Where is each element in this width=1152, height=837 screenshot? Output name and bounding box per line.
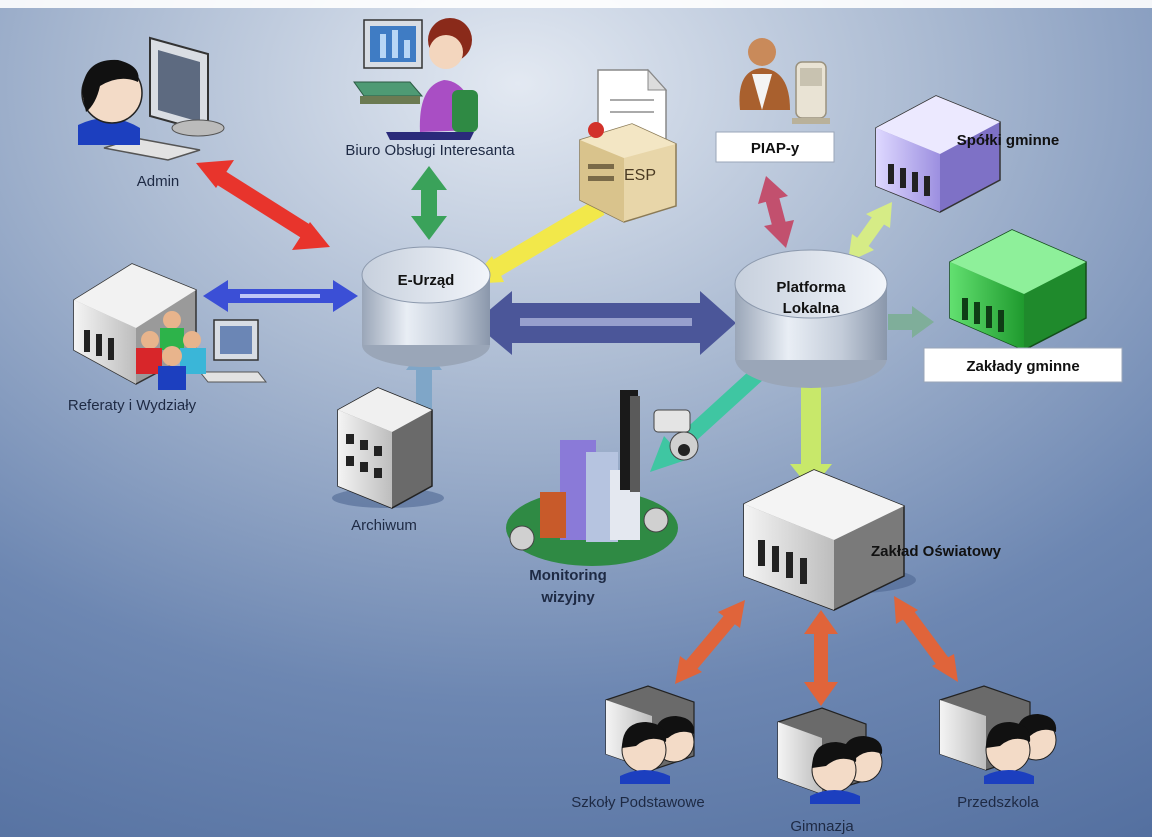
piap-label-box [715, 131, 835, 163]
referaty-label: Referaty i Wydziały [68, 397, 197, 414]
monitoring-node[interactable]: Monitoring wizyjny [506, 390, 699, 606]
archiwum-node[interactable]: Archiwum [332, 387, 444, 534]
szkoly-label: Szkoły Podstawowe [571, 794, 704, 811]
referaty-people-icon [136, 311, 206, 390]
zaklady-building-icon [949, 229, 1087, 351]
zaklad-oswiatowy-node[interactable]: Zakład Oświatowy [743, 469, 1002, 611]
e-urzad-server[interactable]: E-Urząd [361, 246, 491, 367]
monitoring-label-line2: wizyjny [540, 589, 595, 606]
camera-icon [509, 409, 699, 551]
arrow-admin-eurzad [196, 160, 330, 250]
admin-label: Admin [137, 173, 180, 190]
przedszkola-node[interactable]: Przedszkola [939, 685, 1057, 811]
szkoly-node[interactable]: Szkoły Podstawowe [571, 685, 705, 811]
arrow-platforma-zaklady [888, 306, 934, 338]
spolki-node[interactable]: Spółki gminne [875, 95, 1060, 213]
referaty-node[interactable]: Referaty i Wydziały [68, 263, 268, 414]
zaklady-label: Zakłady gminne [966, 358, 1079, 375]
admin-person-icon [78, 59, 143, 145]
biuro-computer-icon [353, 19, 424, 104]
esp-label: ESP [624, 167, 656, 184]
monitoring-label-line1: Monitoring [529, 567, 606, 584]
platforma-lokalna-server[interactable]: Platforma Lokalna [734, 249, 888, 388]
przedszkola-people-icon [984, 714, 1057, 784]
platforma-label-line1: Platforma [776, 279, 846, 296]
przedszkola-label: Przedszkola [957, 794, 1039, 811]
admin-node[interactable]: Admin [78, 36, 225, 190]
szkoly-people-icon [620, 716, 695, 784]
arrow-piap-platforma [758, 176, 794, 248]
platforma-label-line2: Lokalna [783, 300, 840, 317]
monitoring-city-icon [506, 390, 678, 566]
arrow-spolki-platforma [848, 202, 892, 262]
gimnazja-node[interactable]: Gimnazja [777, 707, 883, 835]
piap-label: PIAP-y [751, 140, 800, 157]
zaklady-label-box [923, 347, 1123, 383]
spolki-label: Spółki gminne [957, 132, 1060, 149]
arrow-zaklad-gimnazja [804, 610, 838, 706]
biuro-label: Biuro Obsługi Interesanta [345, 142, 515, 159]
biuro-person-icon [386, 18, 478, 140]
archiwum-label: Archiwum [351, 517, 417, 534]
gimnazja-people-icon [810, 736, 883, 804]
arrow-eurzad-platforma [474, 291, 736, 355]
archiwum-building-icon [332, 387, 444, 509]
e-urzad-label: E-Urząd [398, 272, 455, 289]
zaklady-node[interactable]: Zakłady gminne [923, 229, 1123, 383]
esp-node[interactable]: ESP [579, 68, 677, 223]
arrow-zaklad-przedszkola [894, 596, 958, 682]
esp-server-box-icon [579, 122, 677, 223]
biuro-node[interactable]: Biuro Obsługi Interesanta [345, 18, 515, 159]
arrow-zaklad-szkoly [675, 600, 745, 684]
referaty-computer-icon [198, 319, 268, 383]
zaklad-oswiatowy-label: Zakład Oświatowy [871, 543, 1002, 560]
arrow-referaty-eurzad [203, 280, 358, 312]
arrows [196, 160, 958, 706]
arrow-biuro-eurzad [411, 166, 447, 240]
zaklad-building-icon [743, 469, 916, 611]
gimnazja-label: Gimnazja [790, 818, 854, 835]
top-border [0, 0, 1152, 8]
piap-person-icon [739, 38, 790, 110]
piap-node[interactable]: PIAP-y [715, 38, 835, 163]
admin-computer-icon [103, 36, 225, 161]
spolki-building-icon [875, 95, 1001, 213]
piap-kiosk-icon [792, 61, 830, 124]
